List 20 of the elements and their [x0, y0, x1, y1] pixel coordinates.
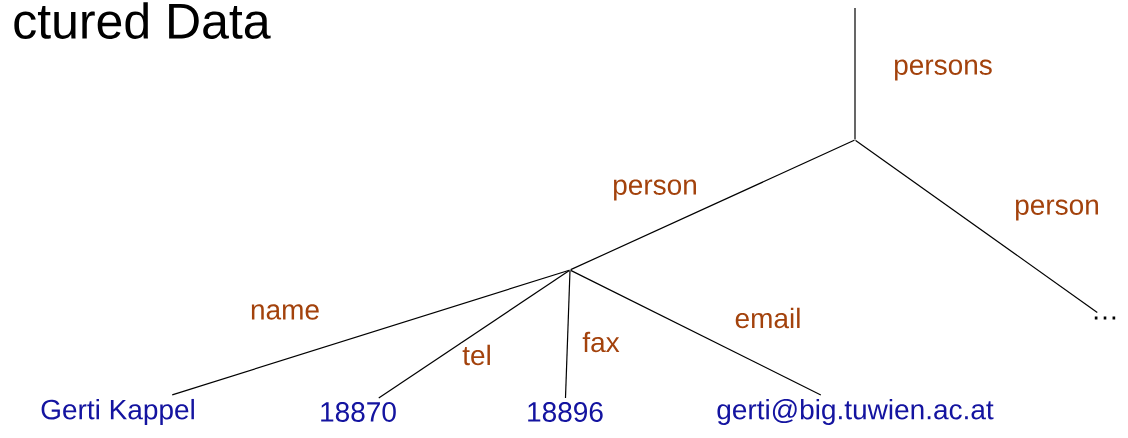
- leaf-value: 18896: [528, 402, 603, 422]
- edge-label: name: [249, 303, 322, 321]
- heading: ctured Data: [14, 2, 271, 39]
- edge-label: person: [611, 178, 699, 202]
- tree-edge: [854, 7, 856, 140]
- tree-edge: [855, 139, 1098, 314]
- edge-label: email: [733, 306, 803, 330]
- tree-edge: [564, 270, 571, 399]
- edge-label: person: [1013, 198, 1101, 222]
- edge-label: tel: [461, 343, 493, 367]
- tree-edge: [171, 269, 570, 396]
- tree-edge: [570, 269, 822, 396]
- leaf-value: Gerti Kappel: [41, 398, 194, 426]
- tree-edge: [570, 139, 855, 271]
- leaf-value: …: [1094, 316, 1116, 320]
- edge-label: fax: [581, 330, 621, 354]
- leaf-value: gerti@big.tuwien.ac.at: [717, 398, 994, 426]
- edge-label: persons: [892, 58, 994, 82]
- leaf-value: 18870: [321, 402, 396, 422]
- tree-edge: [378, 269, 570, 399]
